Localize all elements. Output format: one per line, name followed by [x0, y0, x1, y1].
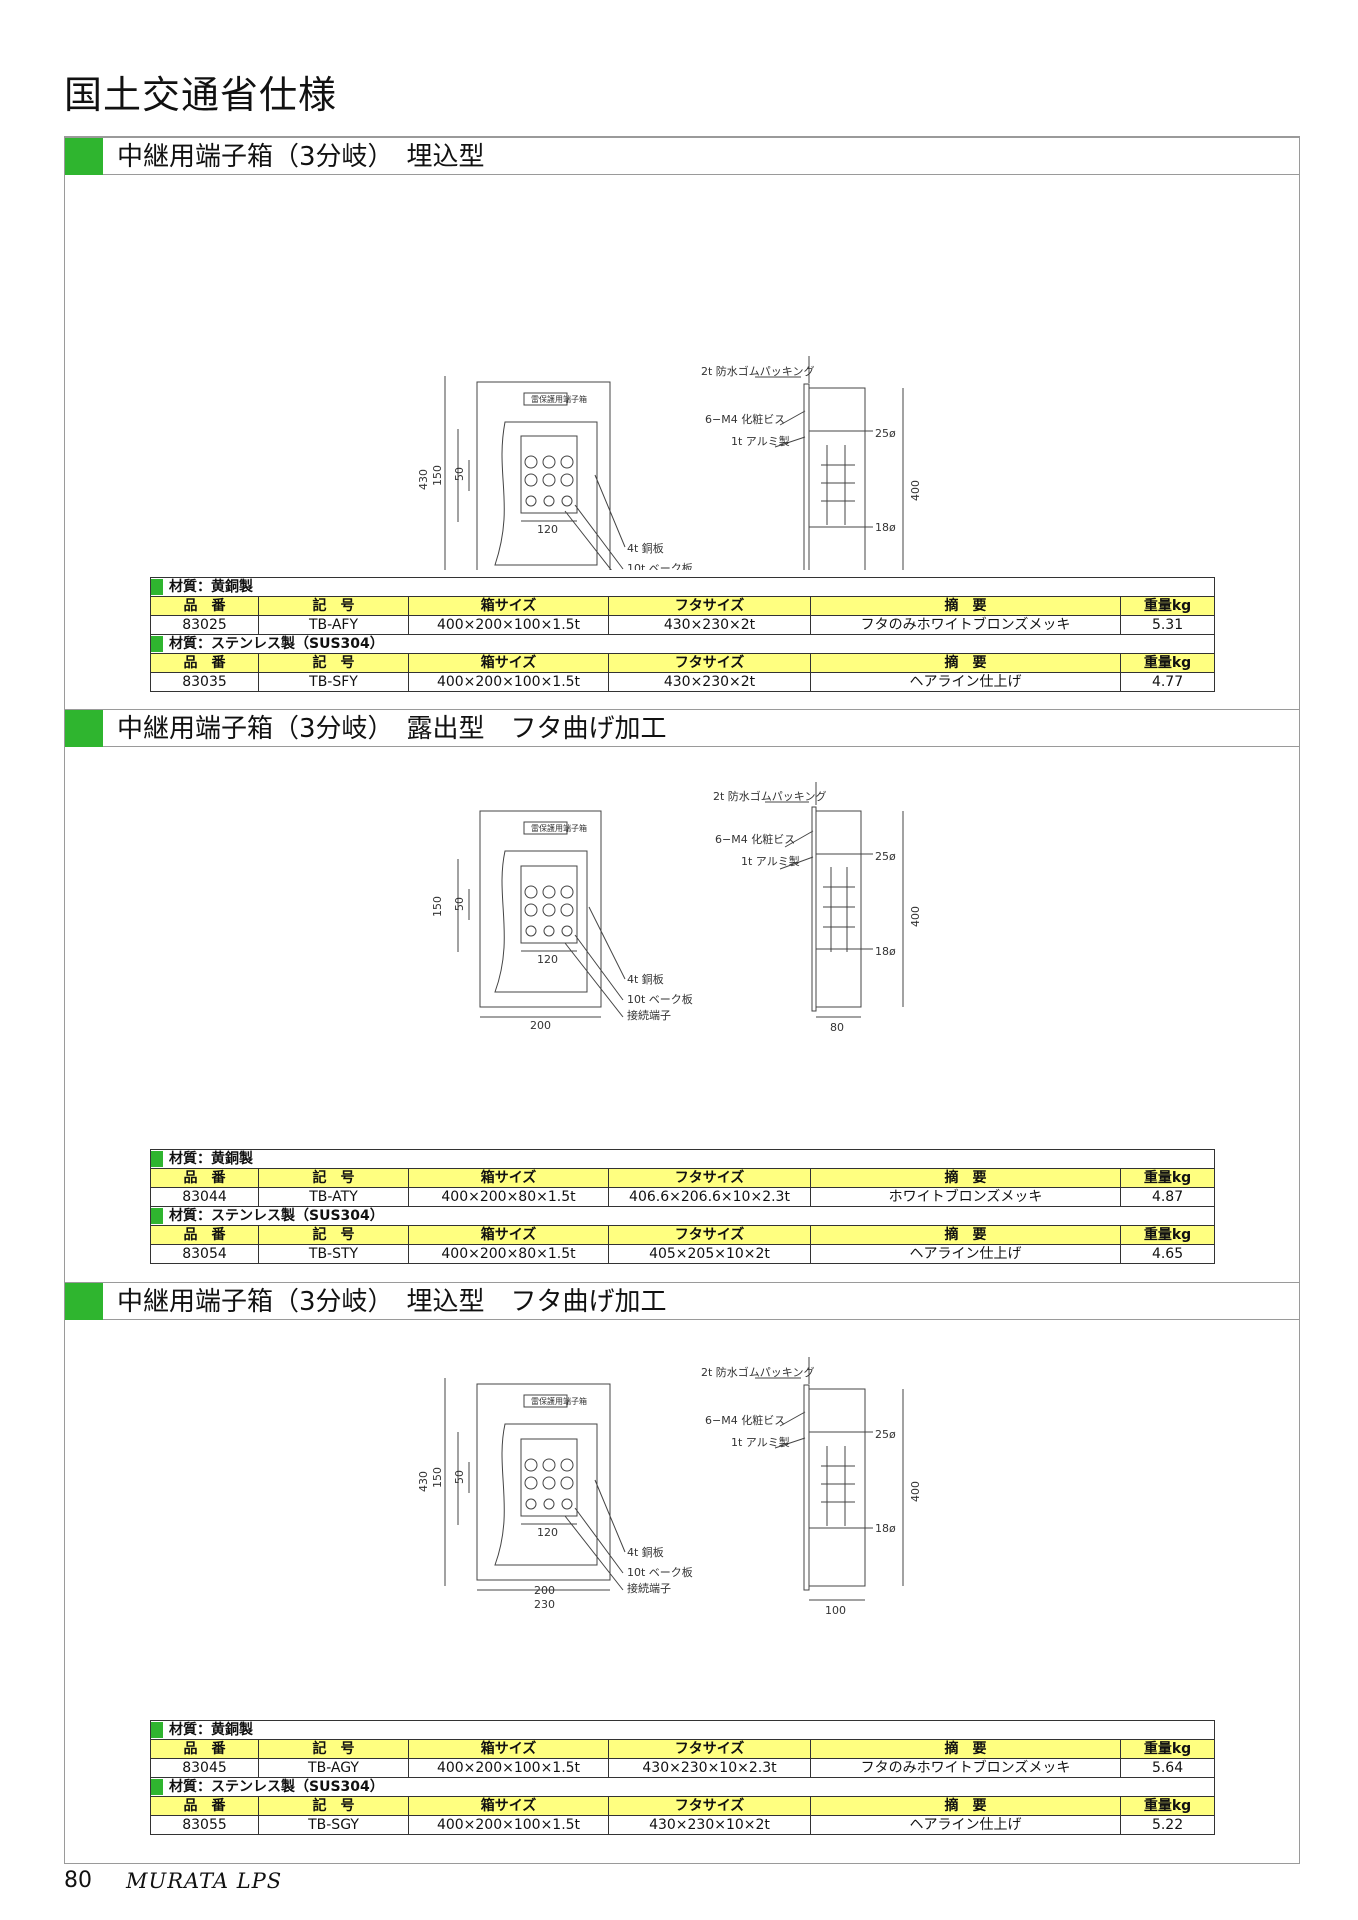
section-marker-icon [65, 138, 103, 175]
page-title: 国土交通省仕様 [64, 73, 338, 117]
terminal-label: 接続端子 [627, 1008, 671, 1022]
material-label: 材質：ステンレス製（SUS304） [169, 1207, 384, 1224]
nameplate-label: 雷保護用端子箱 [531, 1396, 587, 1406]
material-label: 材質：ステンレス製（SUS304） [169, 635, 384, 652]
dim-100: 100 [825, 1604, 846, 1617]
screw-label: 6−M4 化粧ビス [705, 1413, 785, 1427]
material-label: 材質：ステンレス製（SUS304） [169, 1778, 384, 1795]
material-label: 材質：黄銅製 [169, 1721, 253, 1738]
aluminum-label: 1t アルミ製 [741, 854, 800, 868]
section-3-header: 中継用端子箱（3分岐） 埋込型 フタ曲げ加工 [65, 1282, 1299, 1320]
dia-bottom-label: 18ø [875, 521, 896, 534]
dim-120: 120 [537, 523, 558, 536]
front-view [444, 1378, 626, 1591]
section-2-drawing: 雷保護用端子箱 150 50 120 200 4t 銅板 10t ベーク板 接続… [65, 747, 1299, 1142]
dim-50: 50 [453, 897, 466, 911]
dim-200: 200 [534, 1584, 555, 1597]
dia-top-label: 25ø [875, 850, 896, 863]
screw-label: 6−M4 化粧ビス [715, 832, 795, 846]
dia-bottom-label: 18ø [875, 1522, 896, 1535]
dim-50: 50 [453, 467, 466, 481]
section-3-title: 中継用端子箱（3分岐） 埋込型 フタ曲げ加工 [117, 1287, 667, 1317]
dim-120: 120 [537, 953, 558, 966]
dia-bottom-label: 18ø [875, 945, 896, 958]
nameplate-label: 雷保護用端子箱 [531, 394, 587, 404]
copper-label: 4t 銅板 [627, 1545, 664, 1559]
copper-label: 4t 銅板 [627, 541, 664, 555]
section-2-title: 中継用端子箱（3分岐） 露出型 フタ曲げ加工 [117, 714, 667, 744]
material-label: 材質：黄銅製 [169, 578, 253, 595]
dim-400: 400 [909, 480, 922, 501]
section-2-technical-drawing: 雷保護用端子箱 150 50 120 200 4t 銅板 10t ベーク板 接続… [431, 782, 922, 1034]
content-frame [64, 136, 1300, 1864]
dim-150: 150 [431, 1467, 444, 1488]
dim-150: 150 [431, 465, 444, 486]
nameplate-label: 雷保護用端子箱 [531, 823, 587, 833]
section-1: 中継用端子箱（3分岐） 埋込型 [65, 137, 1299, 709]
packing-label: 2t 防水ゴムパッキング [701, 364, 814, 378]
dim-50: 50 [453, 1470, 466, 1484]
dim-430: 430 [417, 1471, 430, 1492]
dim-80: 80 [830, 1021, 844, 1034]
page-number: 80 [64, 1868, 92, 1893]
drawing-labels: 雷保護用端子箱 150 50 120 200 4t 銅板 10t ベーク板 接続… [431, 789, 922, 1034]
section-1-drawing: 雷保護用端子箱 430 150 50 120 200 230 4t 銅板 10t… [65, 175, 1299, 570]
dim-230: 230 [534, 1598, 555, 1611]
section-3-technical-drawing: 雷保護用端子箱 430 150 50 120 200 230 4t 銅板 10t… [417, 1357, 922, 1617]
dim-120: 120 [537, 1526, 558, 1539]
side-view [765, 782, 904, 1018]
dia-top-label: 25ø [875, 1428, 896, 1441]
section-1-header: 中継用端子箱（3分岐） 埋込型 [65, 137, 1299, 175]
section-marker-icon [65, 1283, 103, 1320]
terminal-label: 接続端子 [627, 1581, 671, 1595]
section-1-title: 中継用端子箱（3分岐） 埋込型 [117, 142, 485, 172]
front-view [457, 810, 626, 1018]
screw-label: 6−M4 化粧ビス [705, 412, 785, 426]
section-marker-icon [65, 710, 103, 747]
bakelite-label: 10t ベーク板 [627, 992, 693, 1006]
material-label: 材質：黄銅製 [169, 1150, 253, 1167]
dia-top-label: 25ø [875, 427, 896, 440]
section-2-header: 中継用端子箱（3分岐） 露出型 フタ曲げ加工 [65, 709, 1299, 747]
dim-150: 150 [431, 896, 444, 917]
section-3: 中継用端子箱（3分岐） 埋込型 フタ曲げ加工 [65, 1282, 1299, 1854]
aluminum-label: 1t アルミ製 [731, 1435, 790, 1449]
aluminum-label: 1t アルミ製 [731, 434, 790, 448]
side-view [755, 356, 904, 570]
packing-label: 2t 防水ゴムパッキング [701, 1365, 814, 1379]
dim-400: 400 [909, 906, 922, 927]
brand-name: MURATA LPS [126, 1869, 283, 1893]
dim-430: 430 [417, 469, 430, 490]
drawing-labels: 雷保護用端子箱 430 150 50 120 200 230 4t 銅板 10t… [417, 1365, 922, 1617]
bakelite-label: 10t ベーク板 [627, 1565, 693, 1579]
section-2: 中継用端子箱（3分岐） 露出型 フタ曲げ加工 [65, 709, 1299, 1281]
front-view [444, 376, 626, 570]
section-1-technical-drawing: 雷保護用端子箱 430 150 50 120 200 230 4t 銅板 10t… [417, 356, 922, 570]
section-3-drawing: 雷保護用端子箱 430 150 50 120 200 230 4t 銅板 10t… [65, 1320, 1299, 1715]
side-view [755, 1357, 904, 1601]
packing-label: 2t 防水ゴムパッキング [713, 789, 826, 803]
dim-400: 400 [909, 1481, 922, 1502]
bakelite-label: 10t ベーク板 [627, 561, 693, 570]
dim-200: 200 [530, 1019, 551, 1032]
drawing-labels: 雷保護用端子箱 430 150 50 120 200 230 4t 銅板 10t… [417, 364, 922, 570]
copper-label: 4t 銅板 [627, 972, 664, 986]
